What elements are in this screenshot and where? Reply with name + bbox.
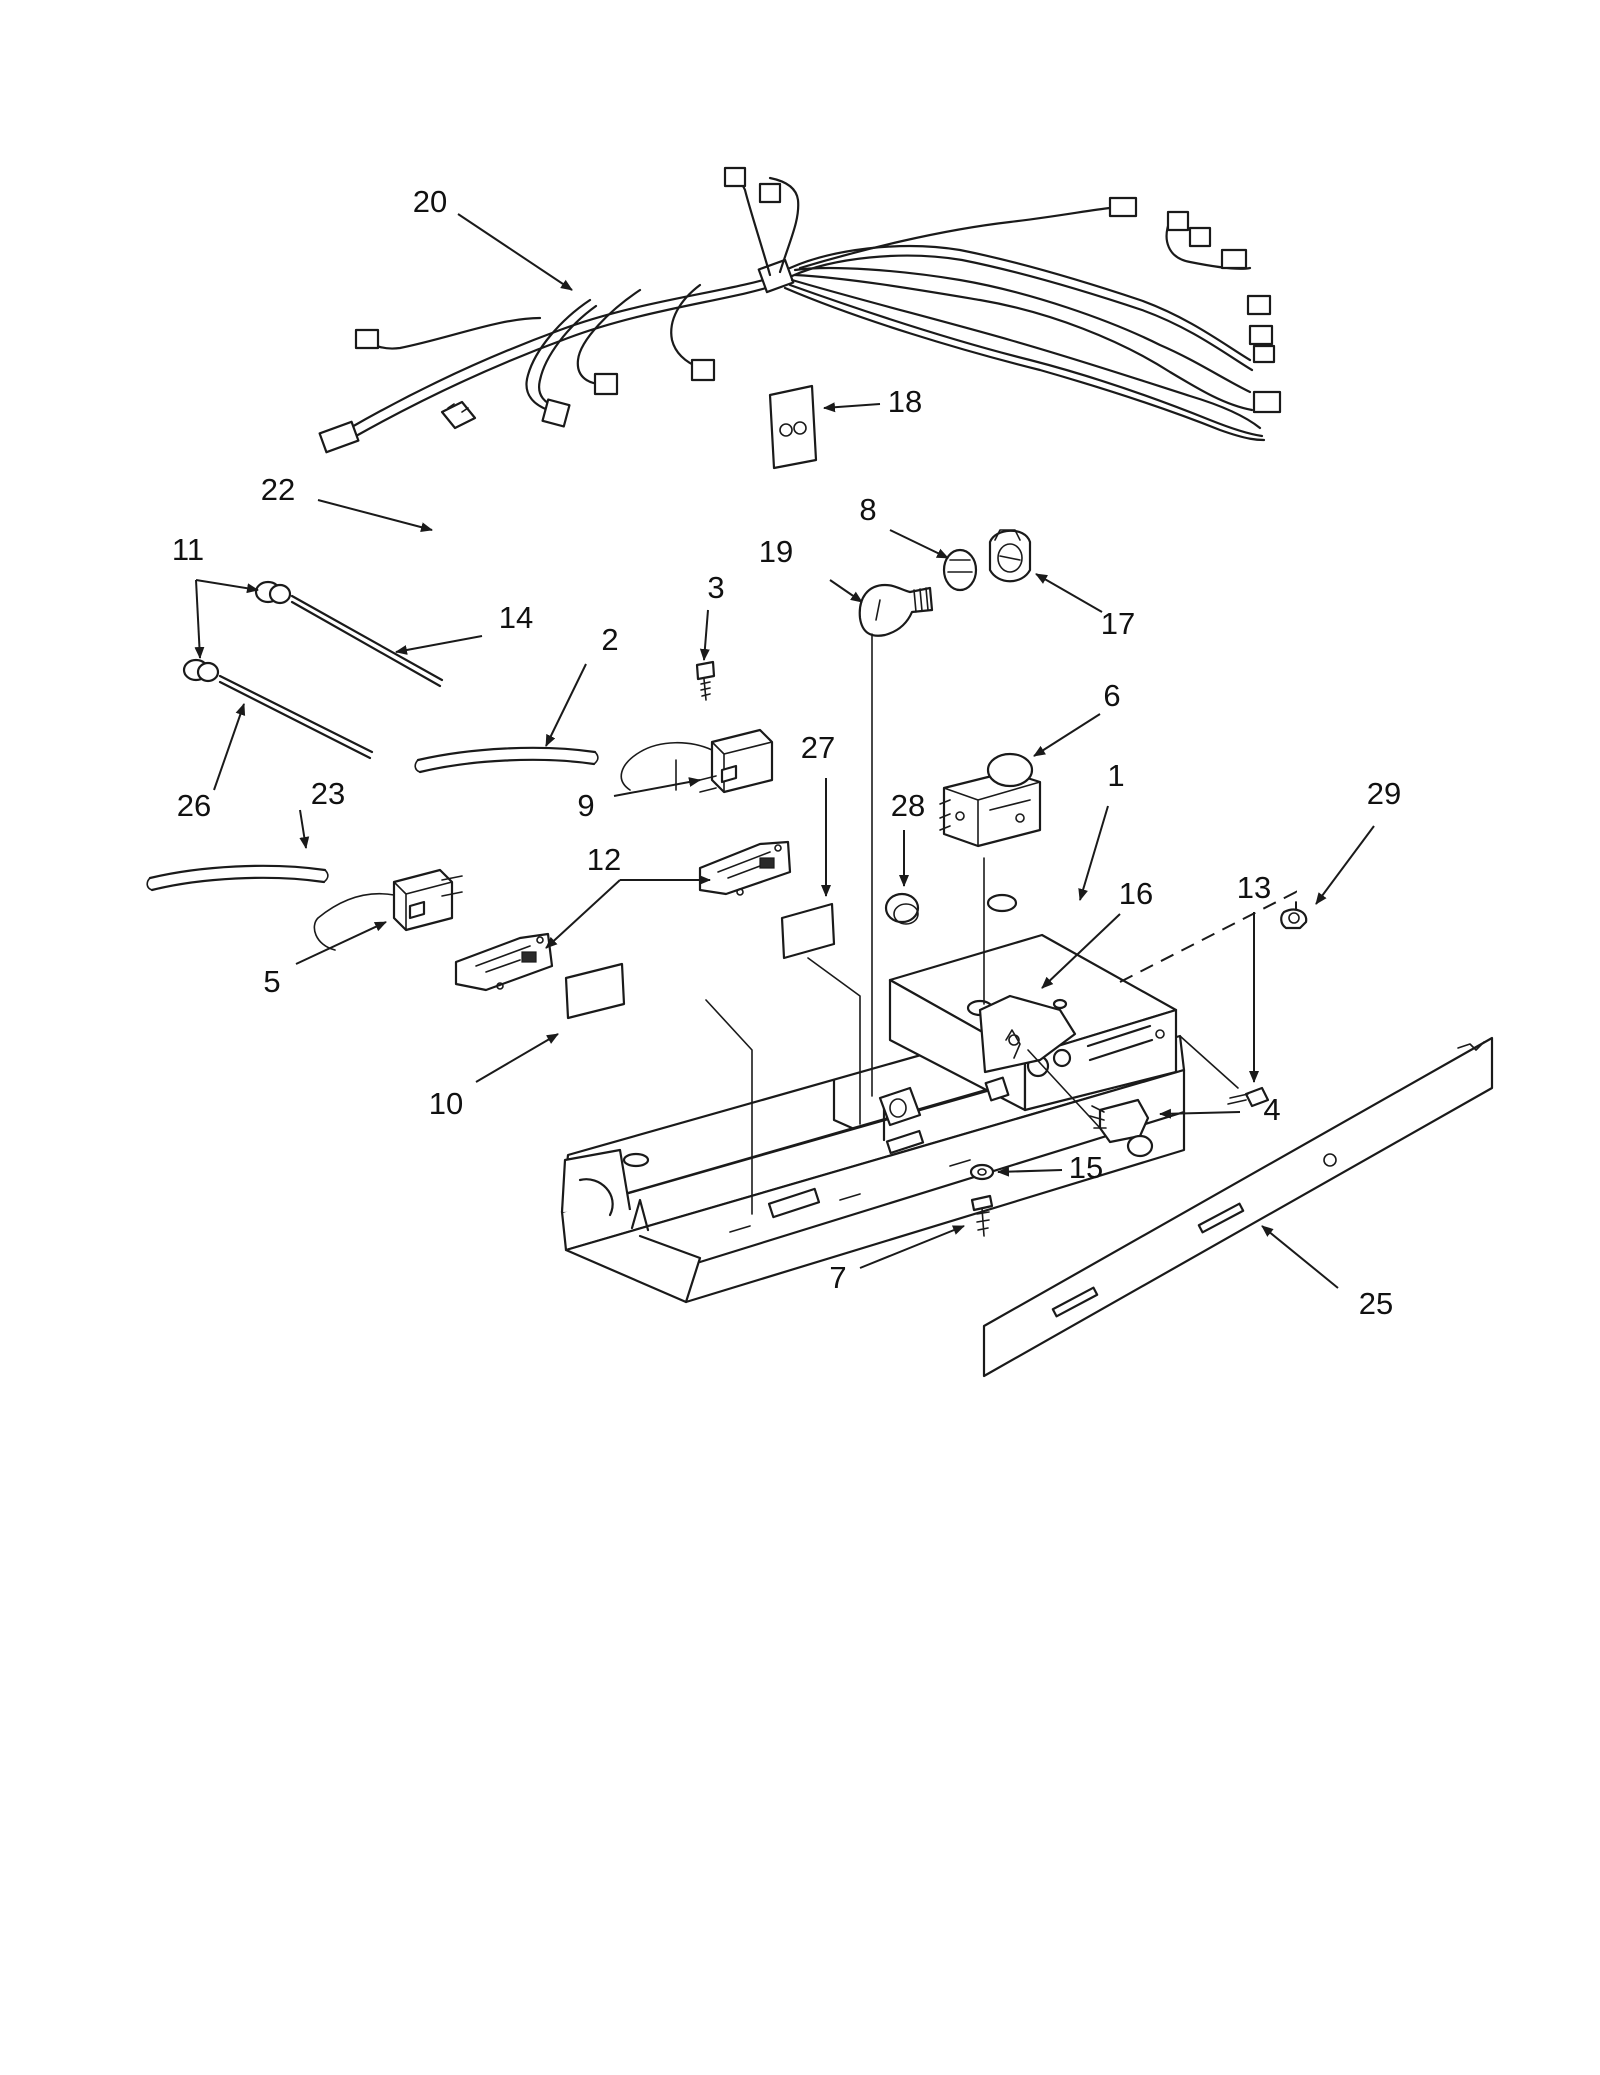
callout-14: 14 (499, 600, 533, 635)
insulation-pad-lower-part (564, 962, 626, 1020)
callout-5: 5 (263, 964, 280, 999)
screw-side-part (1227, 1086, 1270, 1108)
control-housing-part (560, 893, 1186, 1304)
tube-lower-part (146, 864, 329, 892)
callout-8: 8 (859, 492, 876, 527)
cover-plate-part (768, 384, 818, 470)
control-board-upper-part (698, 840, 792, 896)
callout-12: 12 (587, 842, 621, 877)
clip-part (440, 400, 477, 430)
callout-25: 25 (1359, 1286, 1393, 1321)
callout-10: 10 (429, 1086, 463, 1121)
bulb-socket-part (942, 548, 978, 592)
callout-23: 23 (311, 776, 345, 811)
callout-2: 2 (601, 622, 618, 657)
callout-4: 4 (1263, 1092, 1280, 1127)
switch-lower-part (313, 868, 463, 951)
trim-panel-part (982, 1036, 1494, 1378)
callout-labels: 20 18 22 8 19 17 11 14 3 2 6 26 23 9 27 … (172, 184, 1401, 1321)
callout-3: 3 (707, 570, 724, 605)
wire-harness-part (318, 166, 1282, 454)
callout-11: 11 (172, 532, 204, 567)
leader-lines (194, 213, 1375, 1289)
assembly-guide-lines (675, 633, 1297, 1215)
bushing-part (182, 580, 292, 683)
callout-16: 16 (1119, 876, 1153, 911)
light-socket-housing-part (988, 529, 1032, 583)
callout-1: 1 (1107, 758, 1124, 793)
mounting-screw-part (970, 1194, 994, 1237)
grommet-part (884, 892, 920, 925)
switch-part (620, 728, 774, 794)
control-board-lower-part (454, 932, 554, 992)
callout-19: 19 (759, 534, 793, 569)
tube-part (414, 746, 599, 774)
callout-20: 20 (413, 184, 447, 219)
light-bulb-part (858, 583, 934, 637)
defrost-timer-part (939, 752, 1042, 848)
callout-6: 6 (1103, 678, 1120, 713)
callout-15: 15 (1069, 1150, 1103, 1185)
callout-22: 22 (261, 472, 295, 507)
callout-29: 29 (1367, 776, 1401, 811)
callout-9: 9 (577, 788, 594, 823)
washer-part (969, 1163, 995, 1181)
callout-18: 18 (888, 384, 922, 419)
callout-26: 26 (177, 788, 211, 823)
screw-part (695, 660, 716, 701)
callout-7: 7 (829, 1260, 846, 1295)
insulation-pad-part (780, 902, 836, 960)
rod-lower-part (218, 674, 374, 760)
rod-part (290, 594, 444, 688)
callout-28: 28 (891, 788, 925, 823)
callout-17: 17 (1101, 606, 1135, 641)
clip-nut-part (1280, 908, 1308, 930)
callout-27: 27 (801, 730, 835, 765)
callout-13: 13 (1237, 870, 1271, 905)
